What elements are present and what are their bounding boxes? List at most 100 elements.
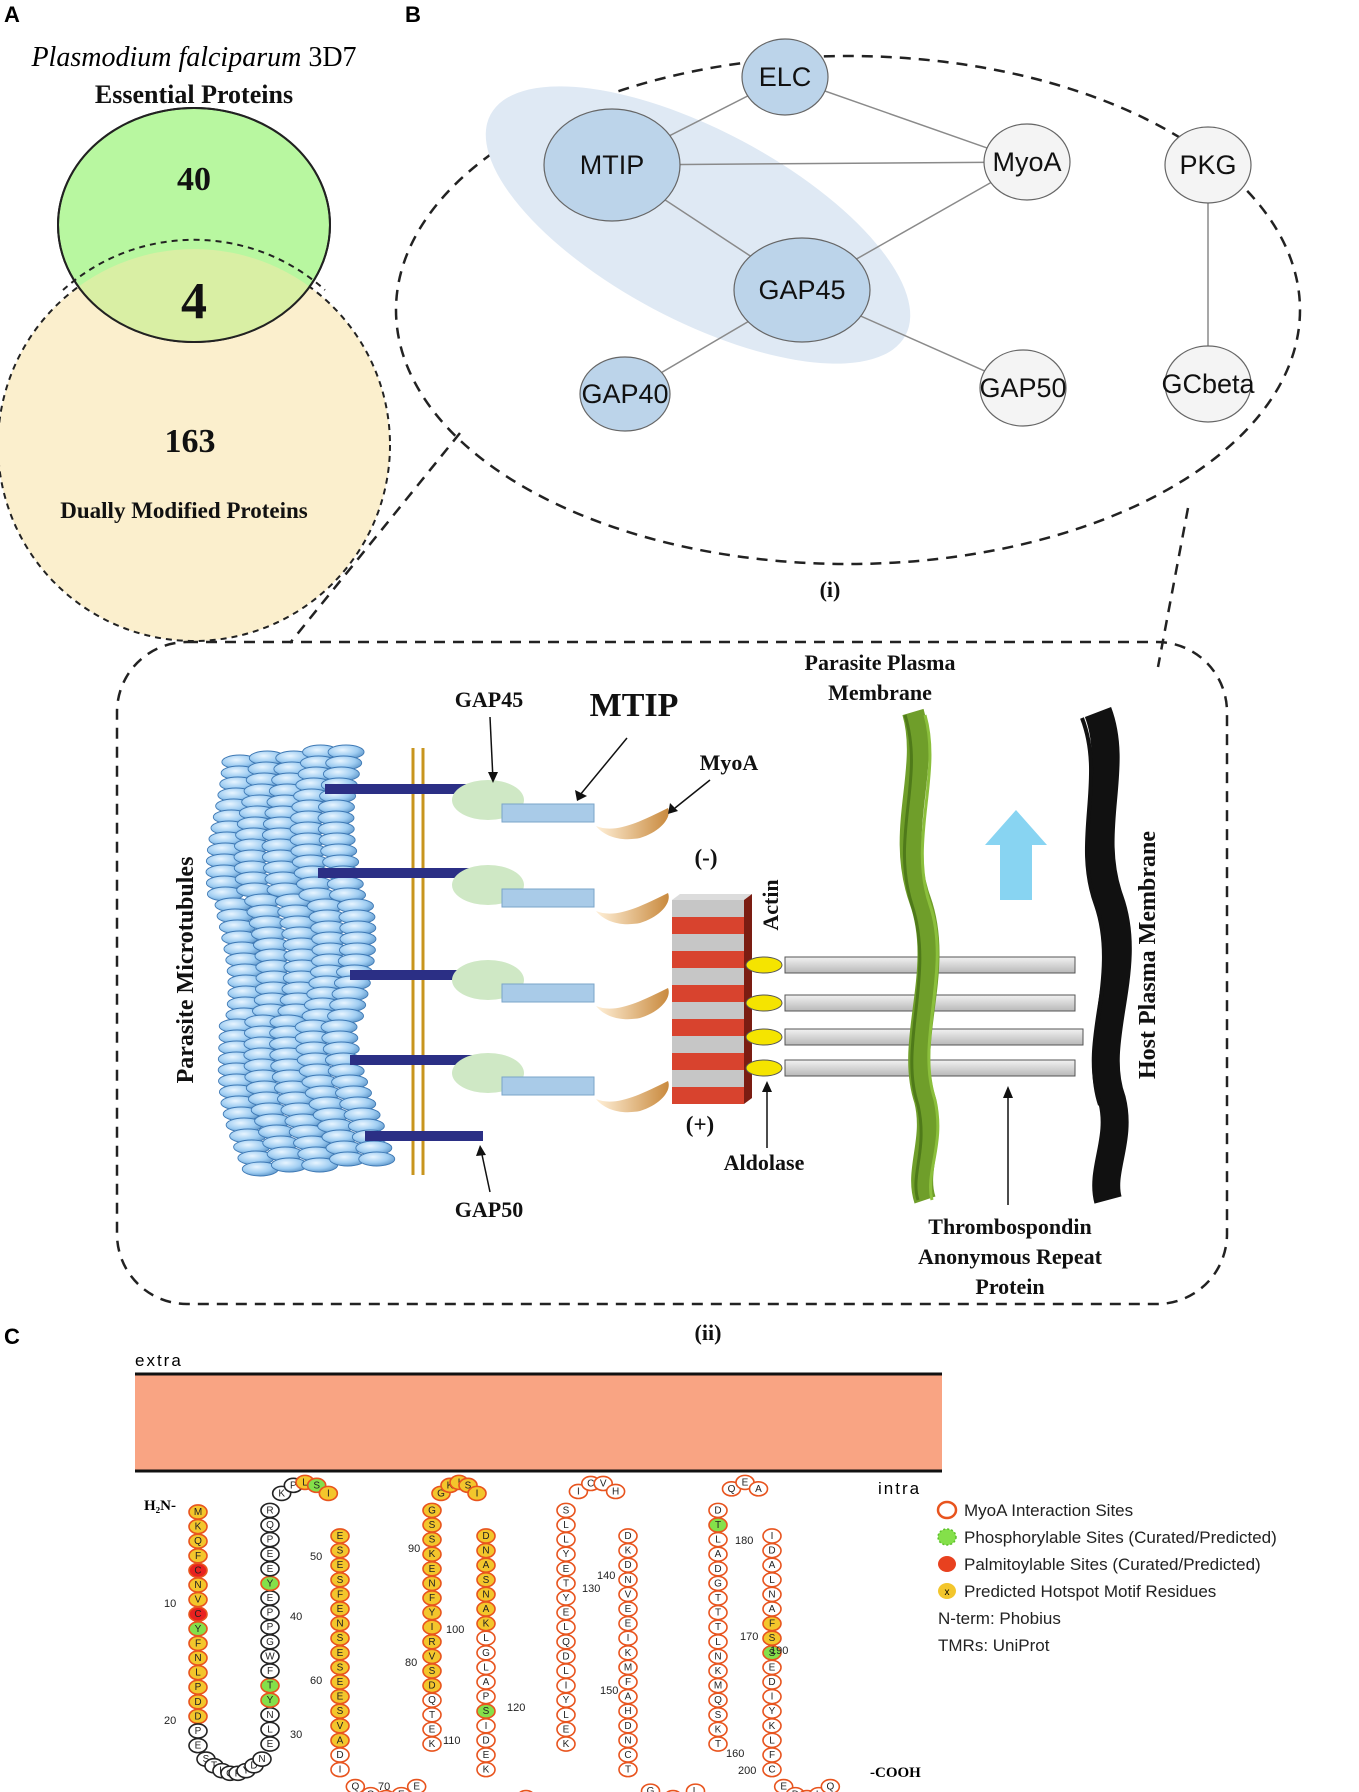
residue-letter: S xyxy=(337,1706,344,1717)
residue: T xyxy=(708,1619,728,1636)
residue: Y xyxy=(260,1575,280,1592)
legend-label: N-term: Phobius xyxy=(938,1609,1061,1628)
residue-letter: F xyxy=(625,1677,631,1688)
residue-letter: E xyxy=(267,1593,274,1604)
residue-number: 160 xyxy=(726,1748,744,1760)
node-gcbeta[interactable]: GCbeta xyxy=(1161,345,1256,423)
network-boundary xyxy=(394,54,1302,566)
actin-monomer xyxy=(672,1036,744,1053)
residue-letter: D xyxy=(714,1505,721,1516)
residue-letter: T xyxy=(429,1710,435,1721)
residue-letter: E xyxy=(337,1560,344,1571)
residue: I xyxy=(476,1717,496,1734)
residue-circle xyxy=(773,1778,794,1792)
panel-ii: Parasite Microtubules (-) (+) Actin xyxy=(115,640,1229,1345)
residue: D xyxy=(476,1732,496,1749)
residue-letter: D xyxy=(768,1546,775,1557)
residue: H xyxy=(618,1703,638,1720)
residue: D xyxy=(618,1717,638,1734)
residue-letter: E xyxy=(625,1619,632,1630)
residue-letter: D xyxy=(428,1681,435,1692)
residue: S xyxy=(422,1517,442,1533)
residue: Q xyxy=(708,1692,728,1709)
residue: S xyxy=(422,1663,442,1679)
myoa-shape xyxy=(596,1081,669,1113)
node-circle xyxy=(733,237,871,343)
residue-number: 170 xyxy=(740,1631,758,1643)
residue-letter: L xyxy=(715,1637,721,1648)
node-label: MTIP xyxy=(580,150,645,180)
residue-letter: N xyxy=(624,1735,631,1746)
residue-letter: P xyxy=(195,1726,202,1737)
residue-letter: Y xyxy=(563,1549,570,1560)
residue-letter: S xyxy=(715,1710,722,1721)
residue-letter: E xyxy=(483,1750,490,1761)
residue-number: 180 xyxy=(735,1535,753,1547)
node-gap45[interactable]: GAP45 xyxy=(733,237,871,343)
residue-letter: E xyxy=(337,1677,344,1688)
node-elc[interactable]: ELC xyxy=(741,38,829,116)
residue-letter: D xyxy=(194,1697,201,1708)
residue-circle xyxy=(605,1483,626,1500)
residue-letter: S xyxy=(337,1546,344,1557)
residue-letter: S xyxy=(769,1633,776,1644)
residue: D xyxy=(556,1648,576,1665)
residue-number: 10 xyxy=(164,1598,176,1610)
node-gap40[interactable]: GAP40 xyxy=(579,356,671,432)
residue-letter: L xyxy=(563,1520,569,1531)
organism-name: Plasmodium falciparum xyxy=(30,42,301,73)
residue: A xyxy=(476,1674,496,1690)
residue: D xyxy=(786,1786,805,1792)
residue: E xyxy=(556,1560,576,1577)
node-mtip[interactable]: MTIP xyxy=(543,108,681,222)
residue-circle xyxy=(361,1786,380,1792)
residue-letter: E xyxy=(337,1531,344,1542)
residue: P xyxy=(260,1531,280,1548)
residue: K xyxy=(556,1736,576,1752)
parasite-plasma-membrane xyxy=(899,708,940,1204)
residue: D xyxy=(708,1560,728,1577)
label-gap45: GAP45 xyxy=(455,687,523,712)
residue-circle xyxy=(556,1502,576,1519)
residue: N xyxy=(188,1577,208,1593)
residue: N xyxy=(188,1650,208,1666)
residue: F xyxy=(260,1663,280,1679)
residue-number: 140 xyxy=(597,1570,615,1582)
residue: S xyxy=(476,1703,496,1720)
residue-letter: I xyxy=(577,1486,580,1497)
residue-letter: T xyxy=(715,1739,721,1750)
residue-letter: N xyxy=(714,1651,721,1662)
residue-letter: C xyxy=(194,1565,201,1576)
residue-letter: V xyxy=(625,1589,632,1600)
node-gap50[interactable]: GAP50 xyxy=(979,349,1067,427)
residue-circle xyxy=(685,1783,706,1792)
residue-letter: E xyxy=(337,1604,344,1615)
residue: A xyxy=(476,1557,496,1574)
residue: K xyxy=(422,1546,442,1563)
motor-unit xyxy=(452,960,669,1020)
node-myoa[interactable]: MyoA xyxy=(983,123,1071,201)
residue-letter: V xyxy=(429,1651,436,1662)
venn-dual-circle xyxy=(0,248,391,642)
residue: R xyxy=(260,1502,280,1519)
label-ppm-line2: Membrane xyxy=(828,680,932,705)
residue-number: 190 xyxy=(770,1645,788,1657)
residue-letter: E xyxy=(413,1782,420,1792)
residue-letter: D xyxy=(768,1677,775,1688)
residue-number: 30 xyxy=(290,1729,302,1741)
residue-number: 70 xyxy=(378,1781,390,1792)
residue-circle xyxy=(188,1737,208,1754)
label-gap50: GAP50 xyxy=(455,1197,523,1222)
venn-essential-title: Essential Proteins xyxy=(95,80,293,109)
residue-letter: L xyxy=(302,1477,308,1488)
residue-letter: V xyxy=(600,1478,607,1489)
residue-letter: Y xyxy=(267,1578,274,1589)
node-pkg[interactable]: PKG xyxy=(1164,126,1252,204)
residue-letter: K xyxy=(715,1724,722,1735)
residue: N xyxy=(762,1586,782,1603)
residue-letter: E xyxy=(398,1790,405,1792)
residue: C xyxy=(762,1761,782,1778)
residue: E xyxy=(476,1747,496,1763)
residue-circle xyxy=(406,1778,427,1792)
